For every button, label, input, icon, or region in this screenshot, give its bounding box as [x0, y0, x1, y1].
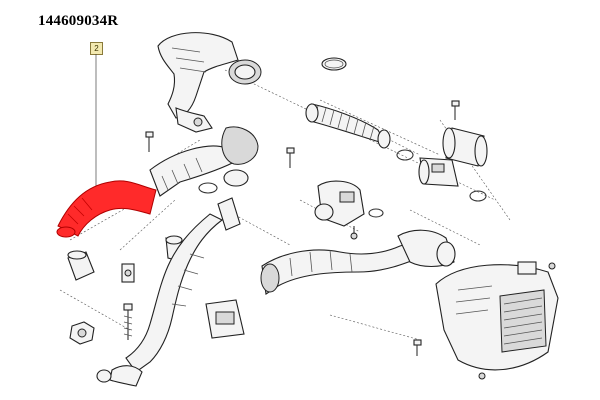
highlighted-intake-hose[interactable] [56, 180, 157, 238]
compressor-cover [221, 126, 259, 165]
bracket-clip [121, 263, 135, 283]
airflow-sensor [418, 157, 459, 187]
nut-and-screw [69, 303, 133, 345]
turbo-outlet-elbow [149, 126, 259, 231]
intake-manifold-assembly [413, 261, 559, 380]
sleeve-coupler [442, 127, 488, 167]
intercooler-pipe [260, 229, 456, 295]
bolt-top-right [451, 100, 460, 120]
rubber-sleeve [67, 250, 95, 281]
small-bolts [145, 131, 295, 168]
upper-air-duct [157, 32, 262, 133]
part-number-title: 144609034R [38, 13, 119, 29]
lower-charge-hose [96, 213, 224, 387]
throttle-body [314, 180, 365, 240]
corrugated-bellows-hose [305, 103, 391, 149]
callout-badge[interactable]: 2 [90, 42, 103, 55]
resonator-block [205, 299, 245, 339]
o-rings [198, 149, 487, 218]
hose-clamp-top [321, 57, 347, 71]
